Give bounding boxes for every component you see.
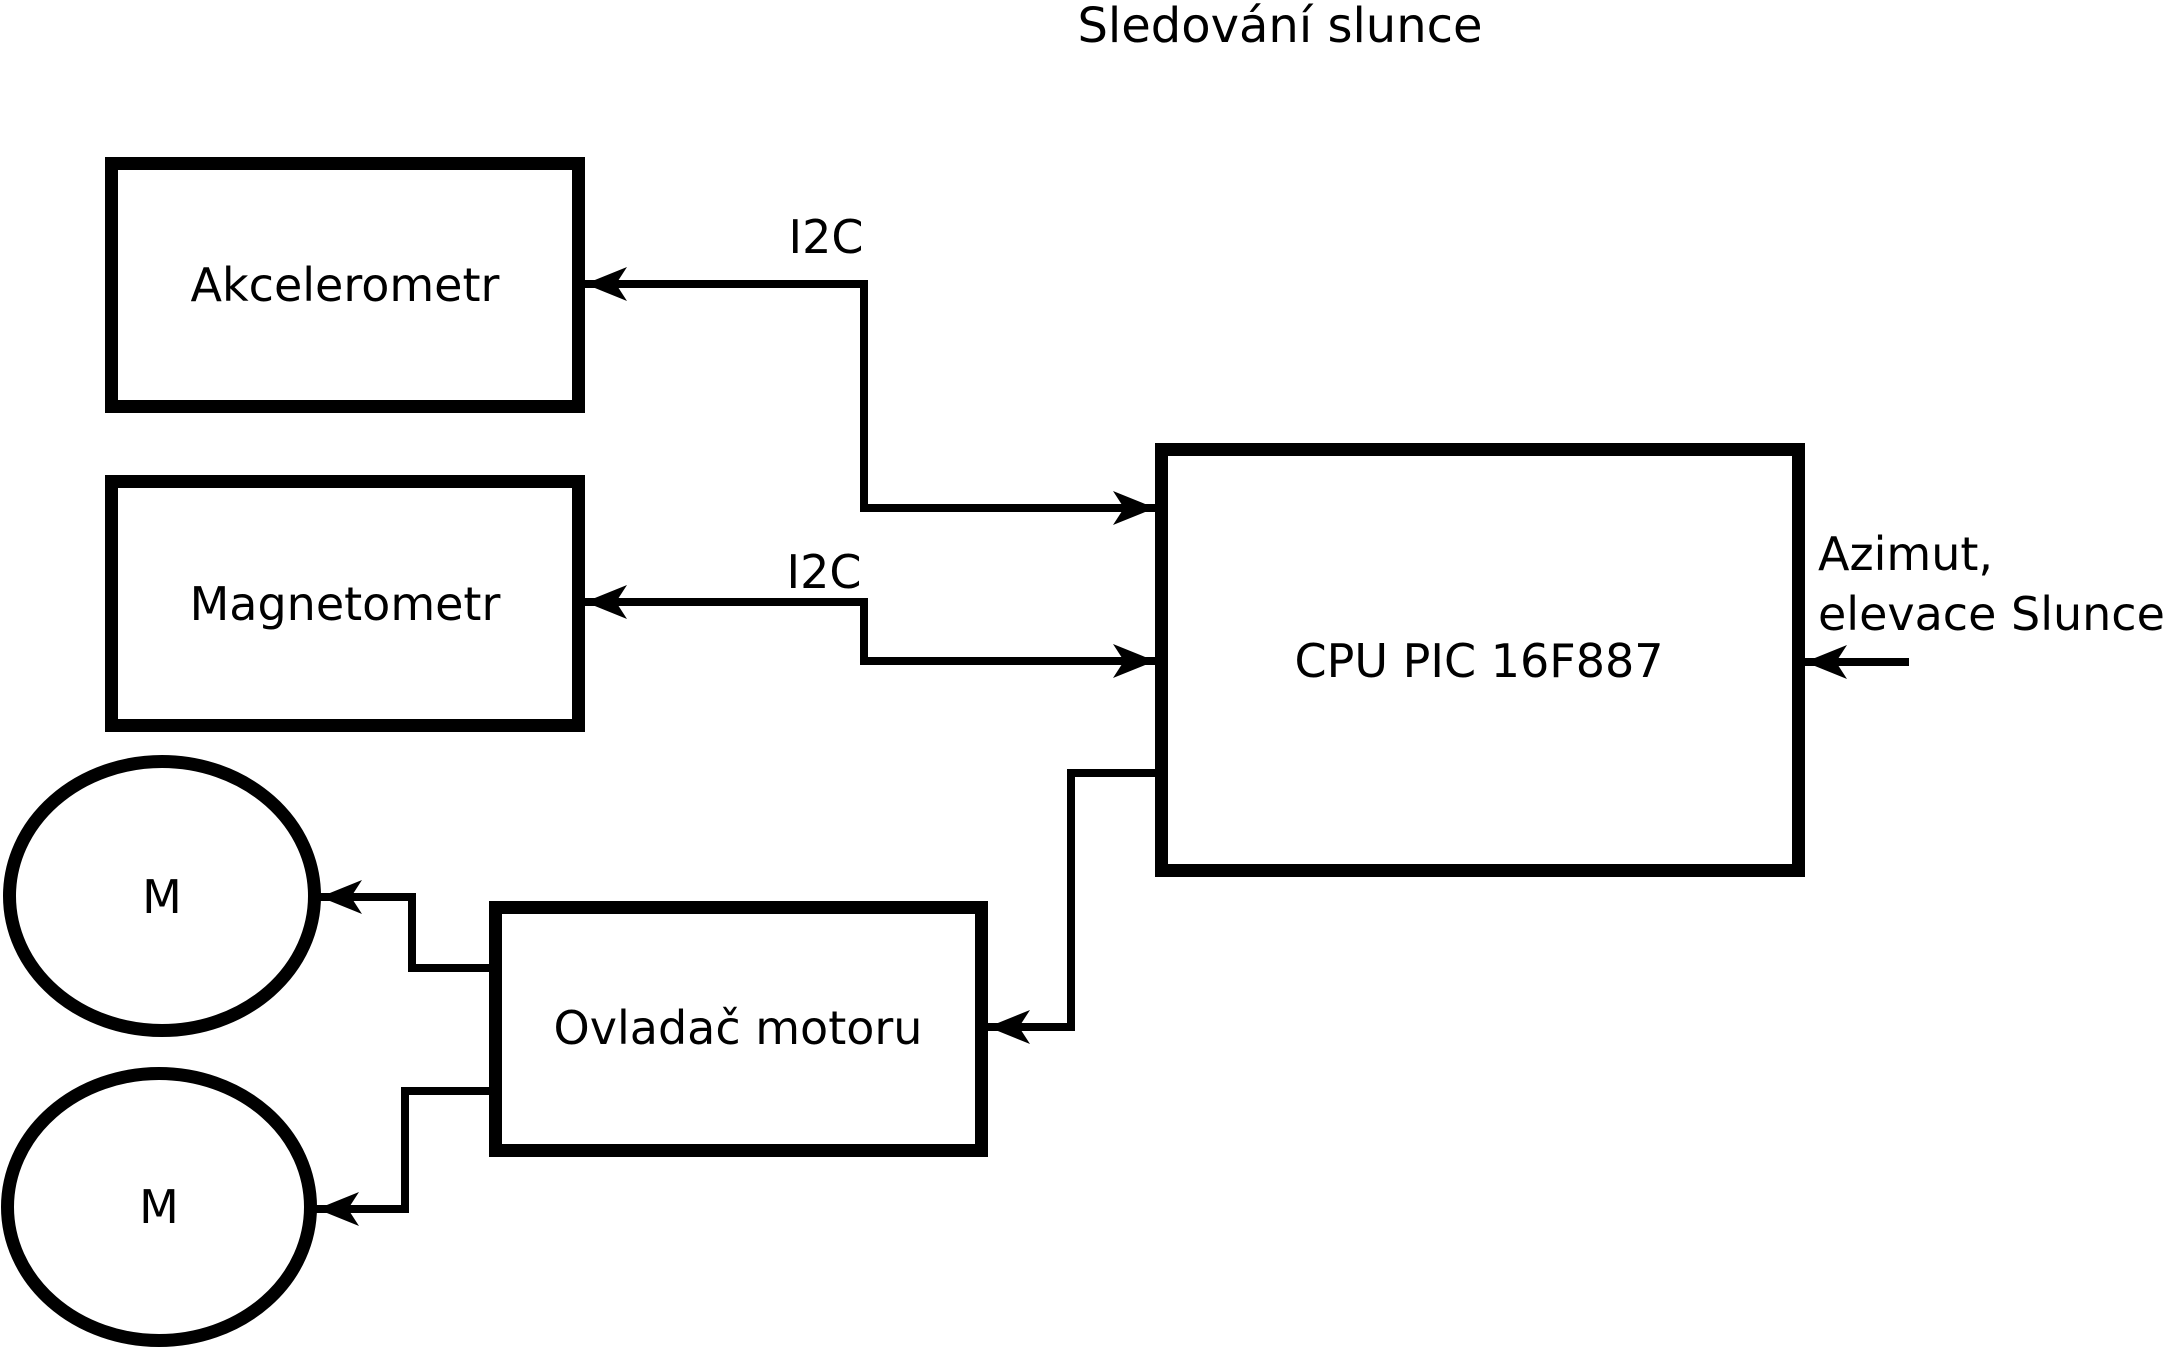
- wire-driver-to-motor-bottom: [313, 1087, 493, 1226]
- akcelerometr-box: [105, 157, 585, 413]
- cpu-label: CPU PIC 16F887: [1295, 634, 1664, 688]
- magnetometr-label: Magnetometr: [190, 577, 501, 631]
- i2c-label-akcelerometr: I2C: [789, 210, 864, 264]
- wire-akcelerometr-to-cpu: [860, 280, 1159, 525]
- diagram-title: Sledování slunce: [1077, 0, 1482, 54]
- motor-driver-box: [489, 901, 988, 1157]
- cpu-box: [1155, 443, 1805, 877]
- motor-top-label: M: [142, 870, 182, 924]
- motor-bottom-label: M: [139, 1180, 179, 1234]
- motor-top-circle: [3, 755, 321, 1037]
- akcelerometr-label: Akcelerometr: [191, 258, 500, 312]
- magnetometr-box: [105, 475, 585, 732]
- sun-position-label-line2: elevace Slunce: [1818, 587, 2164, 641]
- wire-magnetometr-to-cpu: [860, 598, 1159, 678]
- wire-driver-to-motor-top: [316, 880, 493, 972]
- motor-driver-label: Ovladač motoru: [554, 1001, 923, 1055]
- motor-bottom-circle: [1, 1067, 317, 1347]
- i2c-label-magnetometr: I2C: [787, 545, 862, 599]
- wire-cpu-to-motor-driver: [984, 769, 1159, 1044]
- sun-position-label-line1: Azimut,: [1818, 527, 1993, 581]
